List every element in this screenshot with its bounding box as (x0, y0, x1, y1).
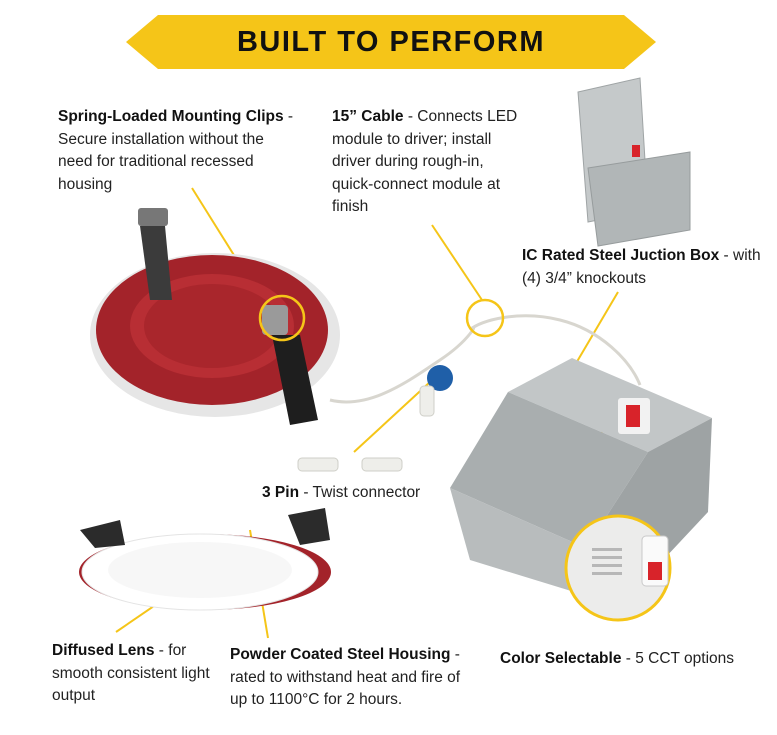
callout-mounting-clips: Spring-Loaded Mounting Clips - Secure in… (58, 106, 298, 196)
leader-pin (353, 381, 431, 453)
callout-body: - 5 CCT options (621, 650, 735, 667)
callout-body: - rated to withstand heat and fire of up… (230, 646, 461, 708)
callout-body: - Connects LED module to driver; install… (332, 108, 518, 215)
banner-shape (126, 15, 656, 69)
callout-title: Diffused Lens (52, 642, 155, 659)
twist-connector (297, 365, 453, 472)
spring-clip-right (262, 305, 318, 425)
callout-3-pin: 3 Pin - Twist connector (262, 482, 462, 505)
downlight-front (79, 508, 331, 611)
callout-title: Spring-Loaded Mounting Clips (58, 108, 284, 125)
spring-clip-left (138, 208, 172, 300)
callout-junction-box: IC Rated Steel Juction Box - with (4) 3/… (522, 245, 762, 290)
cable-highlight-ring (465, 298, 505, 338)
callout-body: - Twist connector (299, 484, 421, 501)
callout-title: 3 Pin (262, 484, 300, 501)
callout-cable: 15” Cable - Connects LED module to drive… (332, 106, 522, 219)
leader-cable (431, 224, 483, 301)
junction-box-open (577, 77, 691, 247)
callout-diffused-lens: Diffused Lens - for smooth consistent li… (52, 640, 212, 708)
callout-title: Powder Coated Steel Housing (230, 646, 451, 663)
title-banner: BUILT TO PERFORM (126, 15, 656, 69)
callout-body: - for smooth consistent light output (52, 642, 210, 704)
callout-title: Color Selectable (500, 650, 622, 667)
callout-body: - Secure installation without the need f… (58, 108, 294, 193)
callout-color-selectable: Color Selectable - 5 CCT options (500, 648, 762, 671)
callout-steel-housing: Powder Coated Steel Housing - rated to w… (230, 644, 480, 712)
callout-body: - with (4) 3/4” knockouts (522, 247, 761, 287)
callout-title: IC Rated Steel Juction Box (522, 247, 720, 264)
color-switch-zoom (564, 514, 672, 622)
clip-highlight-ring (258, 294, 306, 342)
callout-title: 15” Cable (332, 108, 404, 125)
banner-title: BUILT TO PERFORM (236, 26, 546, 58)
